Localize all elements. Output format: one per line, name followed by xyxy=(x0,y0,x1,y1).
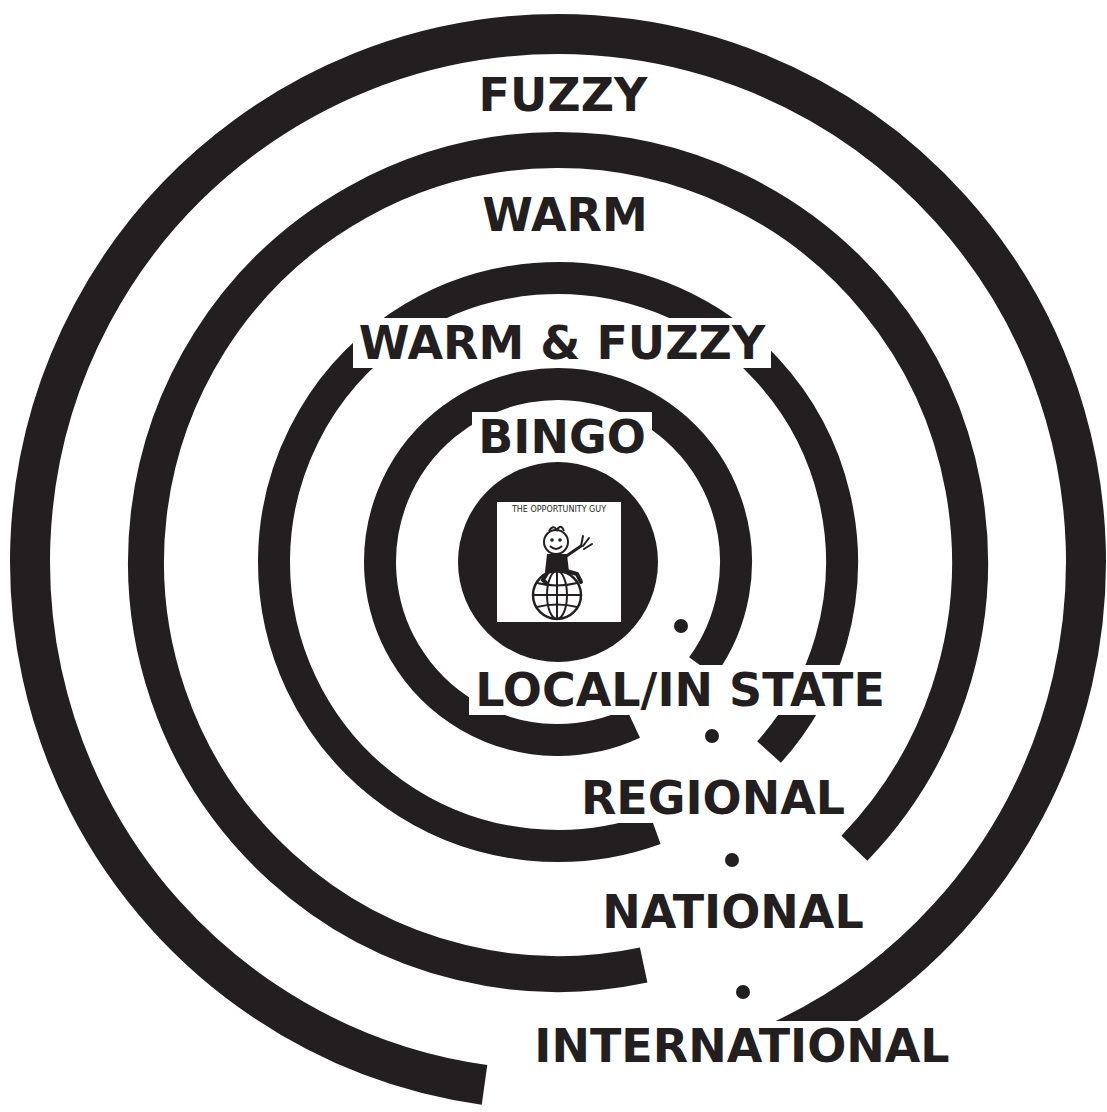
ring-label: INTERNATIONAL xyxy=(528,1021,955,1071)
ring-arc xyxy=(274,278,842,846)
ring-label: WARM xyxy=(476,190,653,240)
center-disk xyxy=(458,462,658,662)
ring-arc xyxy=(30,34,1086,1085)
ring-label: WARM & FUZZY xyxy=(353,318,771,368)
ring-label: REGIONAL xyxy=(575,773,851,823)
ring-band: WARMNATIONALWARM & FUZZYREGIONALBINGOLOC… xyxy=(126,130,990,994)
ring-band: WARM & FUZZY REGIONAL BINGOLOCAL/IN STATET… xyxy=(256,260,860,864)
dot xyxy=(705,729,719,743)
dot xyxy=(725,853,739,867)
logo-illustration xyxy=(497,502,621,622)
ring-label: FUZZY xyxy=(473,70,654,120)
ring-band: BINGOLOCAL/IN STATETHE OPPORTUNITY GUY xyxy=(362,366,754,758)
ring-arc xyxy=(146,150,970,974)
logo-box: THE OPPORTUNITY GUY xyxy=(497,502,621,622)
ring-label: NATIONAL xyxy=(596,887,870,937)
ring-band: FUZZY INTERNATIONAL WARM NATIONAL WARM & FUZ… xyxy=(8,12,1107,1112)
logo-text: THE OPPORTUNITY GUY xyxy=(512,506,606,514)
dot xyxy=(674,619,688,633)
dot xyxy=(736,985,750,999)
ring-label: LOCAL/IN STATE xyxy=(469,665,891,715)
ring-label: BINGO xyxy=(472,412,652,462)
